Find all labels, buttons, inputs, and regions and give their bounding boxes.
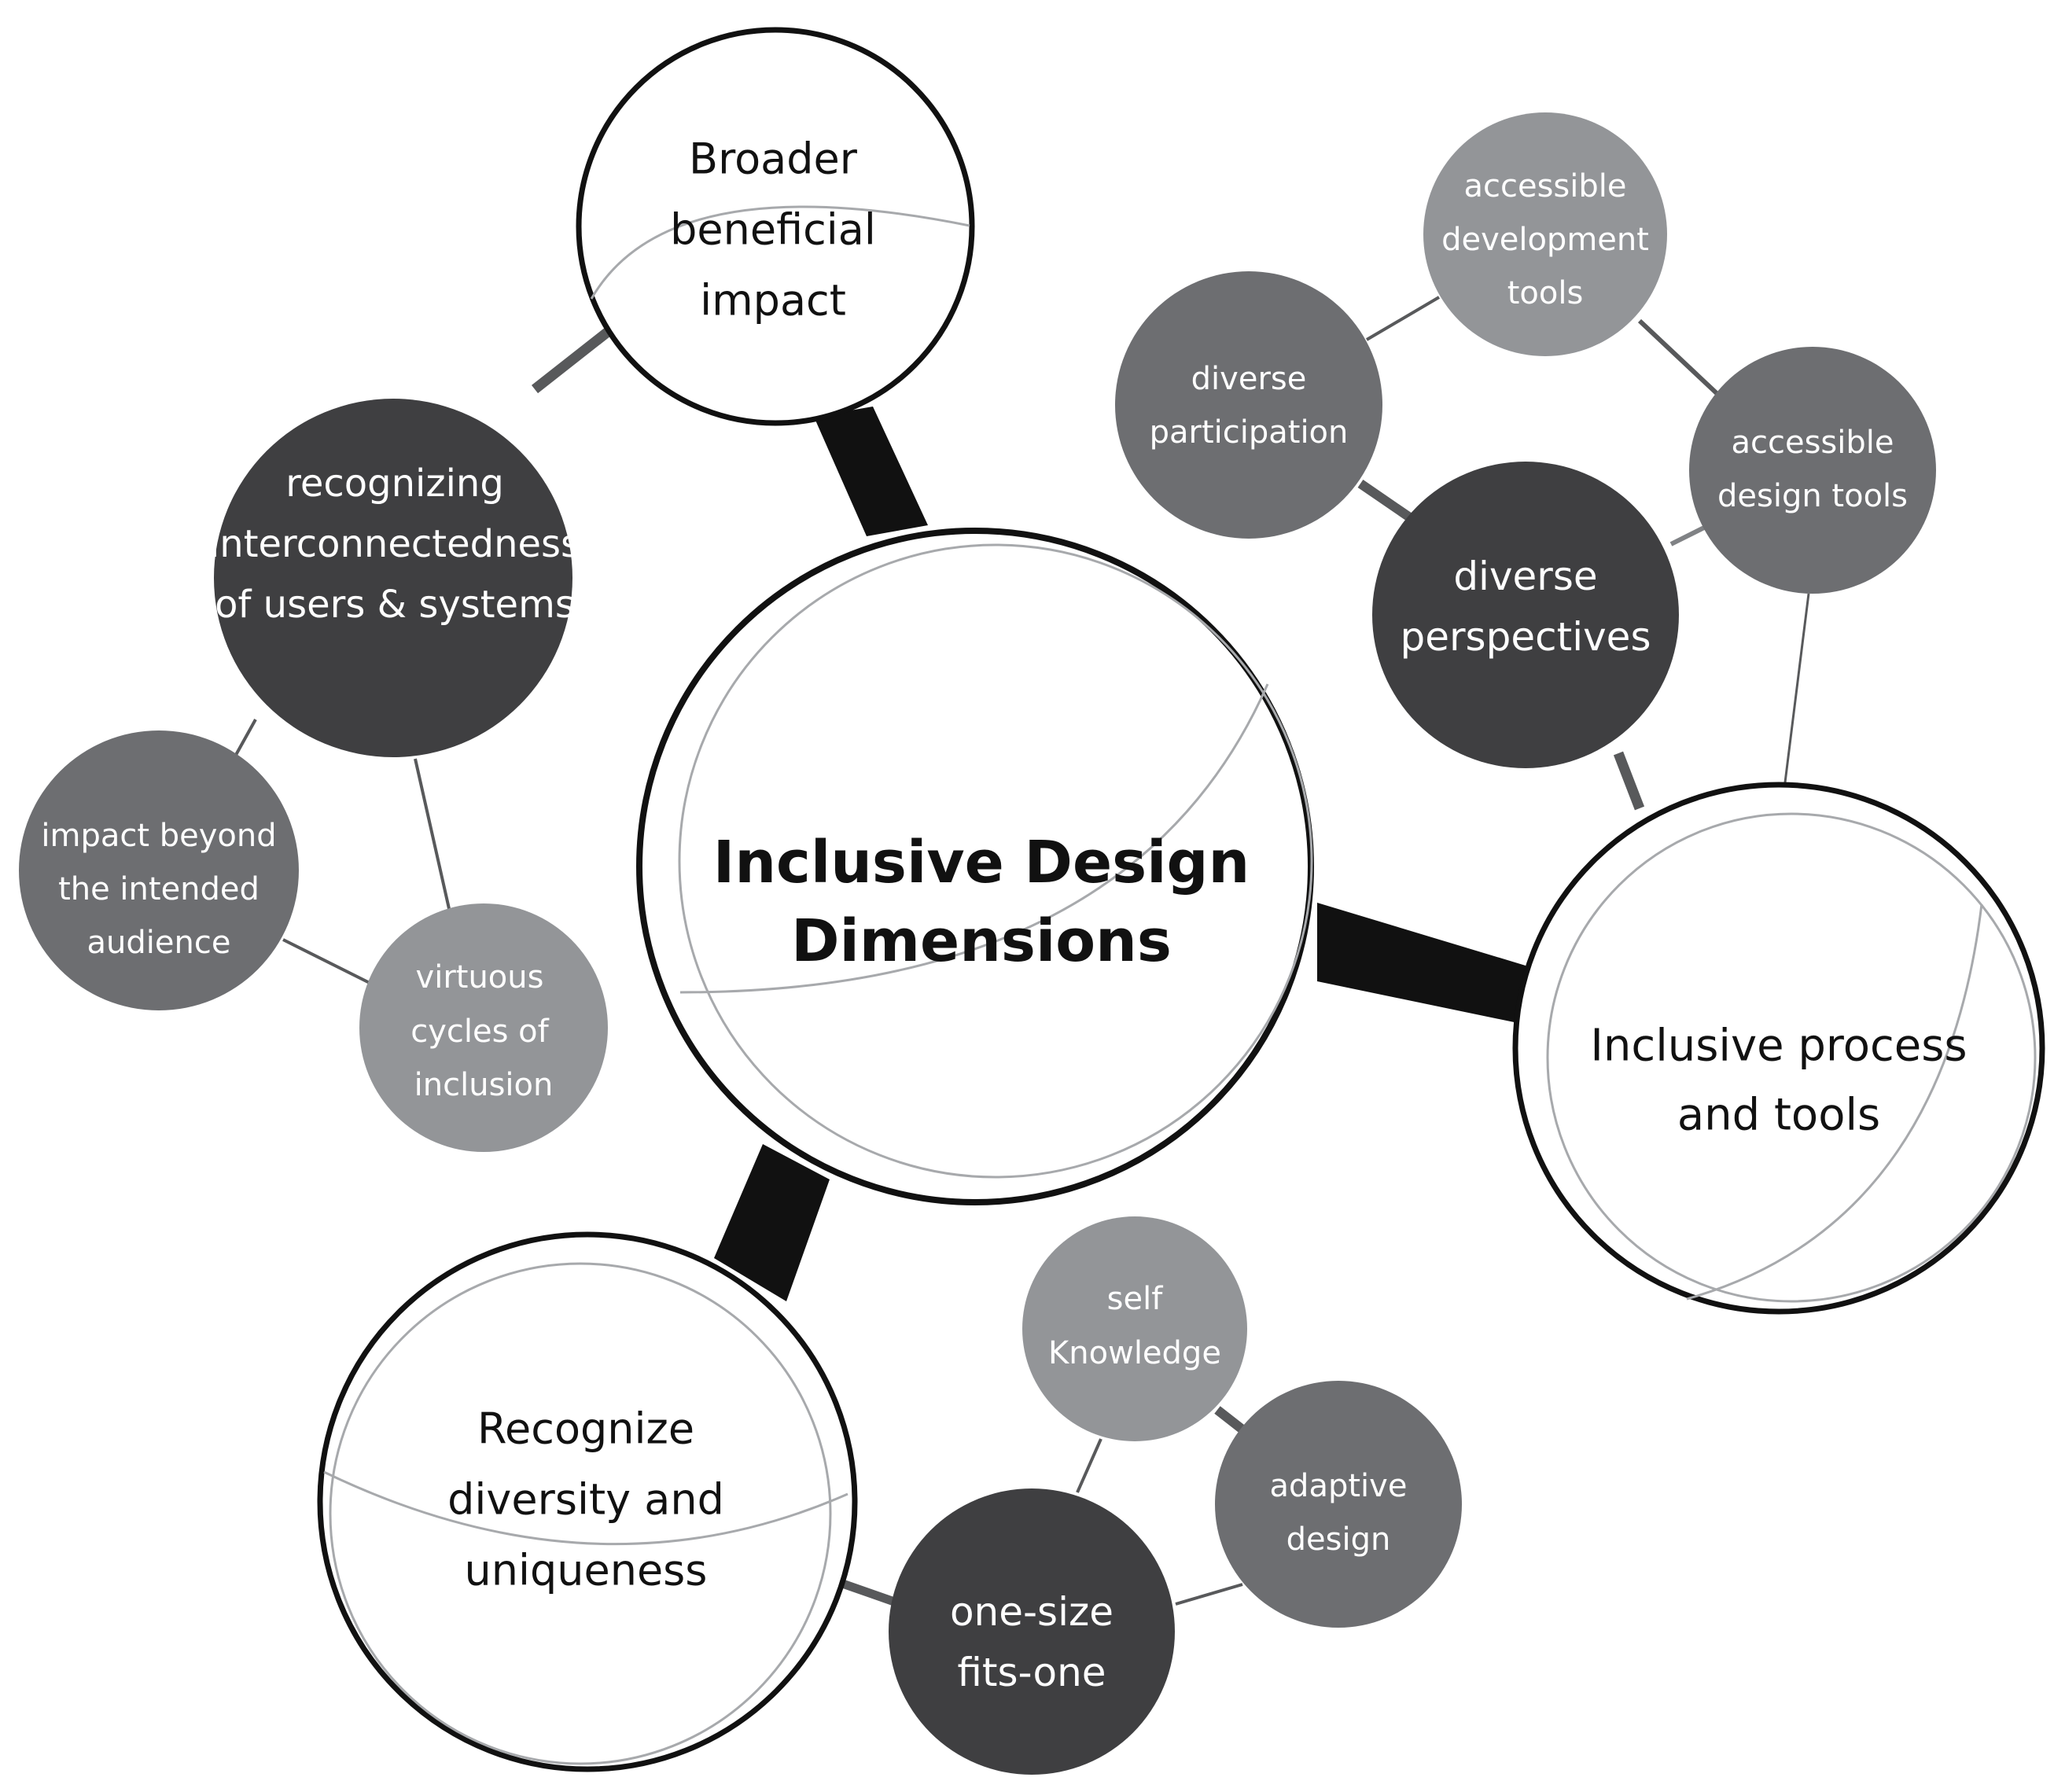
one-size-line-1: one-size	[950, 1589, 1114, 1635]
node-impact-beyond-circle	[19, 730, 299, 1010]
self-knowledge-line-1: self	[1107, 1281, 1164, 1317]
connector-center-process	[1317, 903, 1526, 1025]
accessible-dev-line-2: development	[1441, 222, 1649, 258]
virtuous-line-2: cycles of	[410, 1014, 549, 1050]
node-center-inner-ring	[678, 543, 1313, 1179]
center-title-line-1: Inclusive Design	[713, 829, 1250, 896]
node-impact-beyond: impact beyond the intended audience	[19, 730, 299, 1010]
connector-interconnected-beyond	[234, 719, 257, 756]
connector-center-recognize	[714, 1144, 830, 1301]
node-recognize-inner-ring	[329, 1262, 832, 1765]
adaptive-line-1: adaptive	[1270, 1468, 1408, 1504]
node-process-arc	[1686, 903, 1983, 1301]
self-knowledge-line-2: Knowledge	[1048, 1335, 1221, 1371]
node-recognize-arc	[323, 1470, 848, 1546]
virtuous-line-3: inclusion	[414, 1067, 554, 1103]
node-one-size-circle	[889, 1488, 1175, 1775]
node-accessible-dev-circle	[1423, 112, 1667, 356]
diverse-participation-line-1: diverse	[1191, 361, 1307, 397]
node-broader-arc	[590, 205, 970, 300]
node-accessible-design-tools: accessible design tools	[1689, 347, 1936, 594]
node-diverse-participation: diverse participation	[1115, 271, 1382, 539]
broader-line-3: impact	[700, 276, 846, 326]
broader-line-2: beneficial	[670, 205, 876, 255]
recognize-line-1: Recognize	[477, 1404, 694, 1454]
thin-connectors	[234, 296, 1810, 1606]
connector-perspectives-participation	[1357, 480, 1419, 525]
node-self-knowledge: self Knowledge	[1022, 1216, 1247, 1441]
accessible-dev-line-1: accessible	[1463, 168, 1626, 204]
node-inclusive-process-and-tools: Inclusive process and tools	[1512, 782, 2045, 1315]
process-line-2: and tools	[1677, 1090, 1880, 1141]
accessible-design-line-2: design tools	[1717, 478, 1908, 514]
connector-interconnected-broader	[531, 324, 616, 394]
impact-beyond-line-3: audience	[87, 925, 231, 961]
diverse-perspectives-line-2: perspectives	[1401, 614, 1651, 660]
connector-onesize-self	[1076, 1438, 1102, 1493]
node-broader-beneficial-impact: Broader beneficial impact	[576, 27, 975, 426]
recognize-line-2: diversity and	[447, 1475, 724, 1525]
node-recognize-diversity: Recognize diversity and uniqueness	[317, 1231, 858, 1772]
node-inclusive-design-dimensions: Inclusive Design Dimensions	[636, 528, 1314, 1205]
diverse-participation-line-2: participation	[1150, 414, 1349, 451]
interconnected-line-2: interconnectedness	[209, 522, 580, 566]
node-center-arc	[679, 683, 1269, 994]
broader-line-1: Broader	[689, 134, 858, 184]
connector-center-broader	[814, 407, 928, 536]
node-adaptive-design: adaptive design	[1215, 1381, 1462, 1628]
virtuous-line-1: virtuous	[416, 959, 544, 995]
one-size-line-2: fits-one	[957, 1650, 1106, 1695]
accessible-dev-line-3: tools	[1507, 275, 1584, 311]
node-broader-circle	[576, 27, 975, 426]
node-adaptive-circle	[1215, 1381, 1462, 1628]
node-virtuous-cycles: virtuous cycles of inclusion	[359, 903, 608, 1152]
node-interconnected-circle	[214, 399, 572, 757]
main-connectors	[714, 407, 1526, 1301]
center-title-line-2: Dimensions	[791, 907, 1172, 975]
node-recognize-circle	[317, 1231, 858, 1772]
node-recognizing-interconnectedness: recognizing interconnectedness of users …	[209, 399, 580, 757]
connector-onesize-adaptive	[1175, 1583, 1243, 1606]
node-diverse-perspectives-circle	[1372, 462, 1679, 768]
interconnected-line-3: of users & systems	[215, 583, 575, 627]
node-process-circle	[1512, 782, 2045, 1315]
accessible-design-line-1: accessible	[1731, 425, 1894, 461]
connector-beyond-virtuous	[282, 938, 370, 984]
connector-self-adaptive	[1214, 1406, 1246, 1433]
node-one-size-fits-one: one-size fits-one	[889, 1488, 1175, 1775]
connector-perspectives-process	[1613, 751, 1645, 811]
node-diverse-perspectives: diverse perspectives	[1372, 462, 1679, 768]
adaptive-line-2: design	[1287, 1522, 1391, 1558]
impact-beyond-line-2: the intended	[58, 871, 260, 907]
diverse-perspectives-line-1: diverse	[1453, 554, 1597, 599]
node-process-inner-ring	[1546, 812, 2037, 1303]
process-line-1: Inclusive process	[1590, 1021, 1967, 1072]
node-accessible-design-circle	[1689, 347, 1936, 594]
node-self-knowledge-circle	[1022, 1216, 1247, 1441]
node-accessible-development-tools: accessible development tools	[1423, 112, 1667, 356]
interconnected-line-1: recognizing	[285, 462, 504, 506]
connector-interconnected-virtuous	[414, 758, 451, 913]
impact-beyond-line-1: impact beyond	[41, 818, 276, 854]
recognize-line-3: uniqueness	[465, 1546, 708, 1595]
node-diverse-participation-circle	[1115, 271, 1382, 539]
connector-participation-devtools	[1365, 296, 1441, 341]
node-virtuous-circle	[359, 903, 608, 1152]
connector-designtools-process	[1783, 593, 1810, 783]
connector-devtools-designtools	[1637, 318, 1721, 397]
